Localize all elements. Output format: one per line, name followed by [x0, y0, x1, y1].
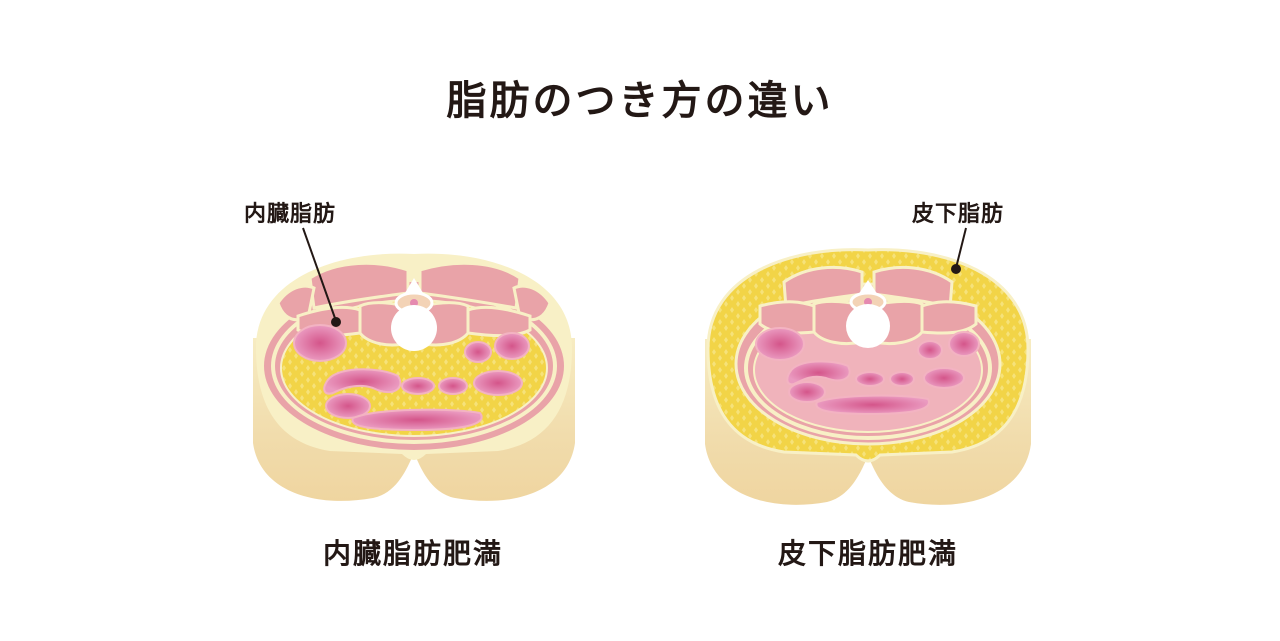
- spine: [391, 278, 437, 351]
- subcutaneous-leader-dot: [951, 264, 961, 274]
- subcutaneous-fat-illustration: [705, 248, 1031, 505]
- visceral-leader-dot: [331, 317, 341, 327]
- subcutaneous-leader-line: [955, 227, 967, 269]
- visceral-fat-label: 内臓脂肪: [244, 202, 337, 227]
- subcutaneous-obesity-caption: 皮下脂肪肥満: [777, 537, 958, 570]
- visceral-obesity-caption: 内臓脂肪肥満: [322, 537, 503, 570]
- visceral-leader-line: [302, 227, 337, 322]
- subcutaneous-fat-label: 皮下脂肪: [912, 202, 1005, 227]
- organs: [293, 324, 530, 432]
- page-title: 脂肪のつき方の違い: [446, 78, 834, 124]
- spine: [846, 280, 890, 348]
- organs: [755, 327, 980, 416]
